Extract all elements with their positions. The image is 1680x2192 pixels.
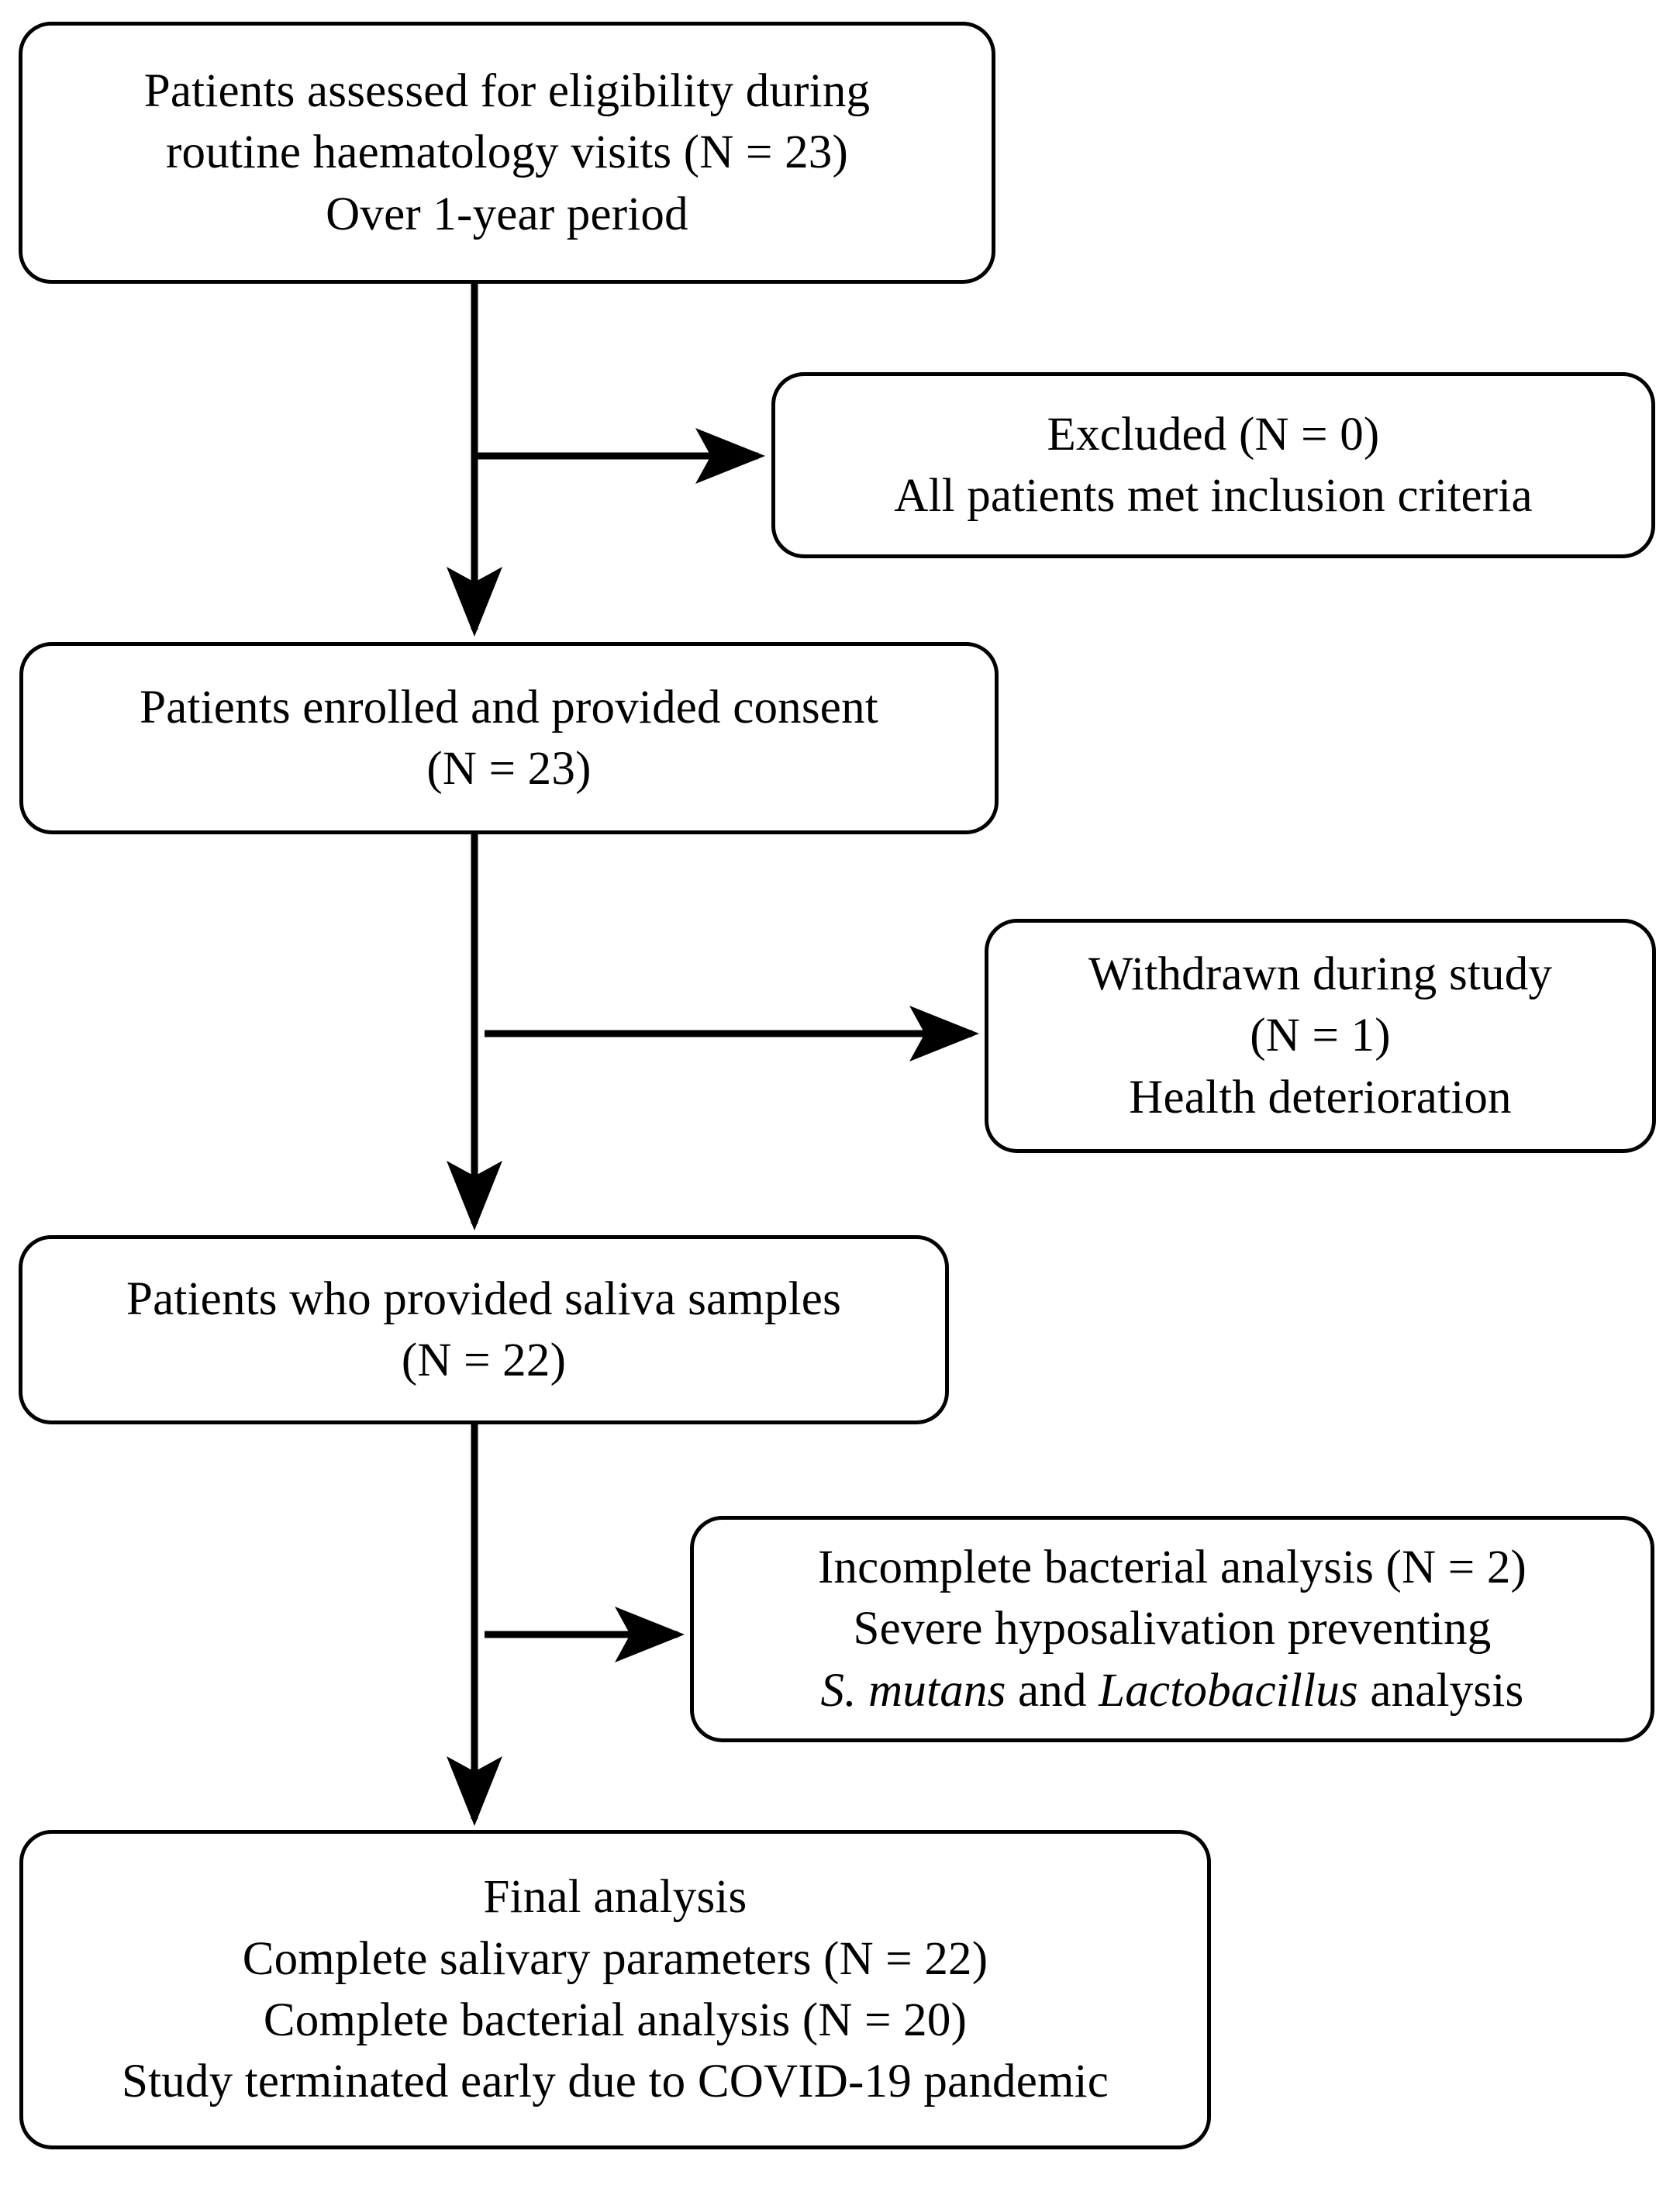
enrolled-consent-line-1: Patients enrolled and provided consent: [140, 681, 878, 734]
enrolled-consent-line-2: (N = 23): [426, 743, 592, 795]
assessed-for-eligibility-line-3: Over 1-year period: [326, 188, 688, 240]
assessed-for-eligibility-line-2: routine haematology visits (N = 23): [165, 126, 848, 179]
incomplete-bacterial-line-3: S. mutans and Lactobacillus analysis: [820, 1664, 1524, 1717]
saliva-samples-line-1: Patients who provided saliva samples: [126, 1272, 842, 1325]
incomplete-bacterial-analysis-box: Incomplete bacterial analysis (N = 2) Se…: [690, 1516, 1654, 1742]
final-analysis-box: Final analysis Complete salivary paramet…: [19, 1830, 1211, 2149]
withdrawn-line-2: (N = 1): [1250, 1010, 1391, 1062]
excluded-line-1: Excluded (N = 0): [1047, 408, 1380, 461]
saliva-samples-line-2: (N = 22): [401, 1334, 567, 1386]
final-analysis-line-2: Complete salivary parameters (N = 22): [242, 1932, 988, 1985]
enrolled-consent-box: Patients enrolled and provided consent (…: [19, 642, 999, 834]
incomplete-bacterial-line-2: Severe hyposalivation preventing: [853, 1603, 1492, 1655]
assessed-for-eligibility-line-1: Patients assessed for eligibility during: [143, 65, 871, 118]
final-analysis-line-3: Complete bacterial analysis (N = 20): [263, 1994, 968, 2046]
excluded-box: Excluded (N = 0) All patients met inclus…: [771, 372, 1655, 558]
assessed-for-eligibility-box: Patients assessed for eligibility during…: [19, 22, 995, 284]
final-analysis-line-1: Final analysis: [483, 1871, 747, 1924]
final-analysis-line-4: Study terminated early due to COVID-19 p…: [121, 2056, 1109, 2108]
incomplete-bacterial-line-1: Incomplete bacterial analysis (N = 2): [817, 1541, 1527, 1594]
withdrawn-line-1: Withdrawn during study: [1088, 948, 1553, 1001]
saliva-samples-box: Patients who provided saliva samples (N …: [19, 1235, 949, 1424]
withdrawn-line-3: Health deterioration: [1129, 1071, 1512, 1124]
withdrawn-box: Withdrawn during study (N = 1) Health de…: [985, 919, 1656, 1153]
excluded-line-2: All patients met inclusion criteria: [894, 470, 1533, 522]
